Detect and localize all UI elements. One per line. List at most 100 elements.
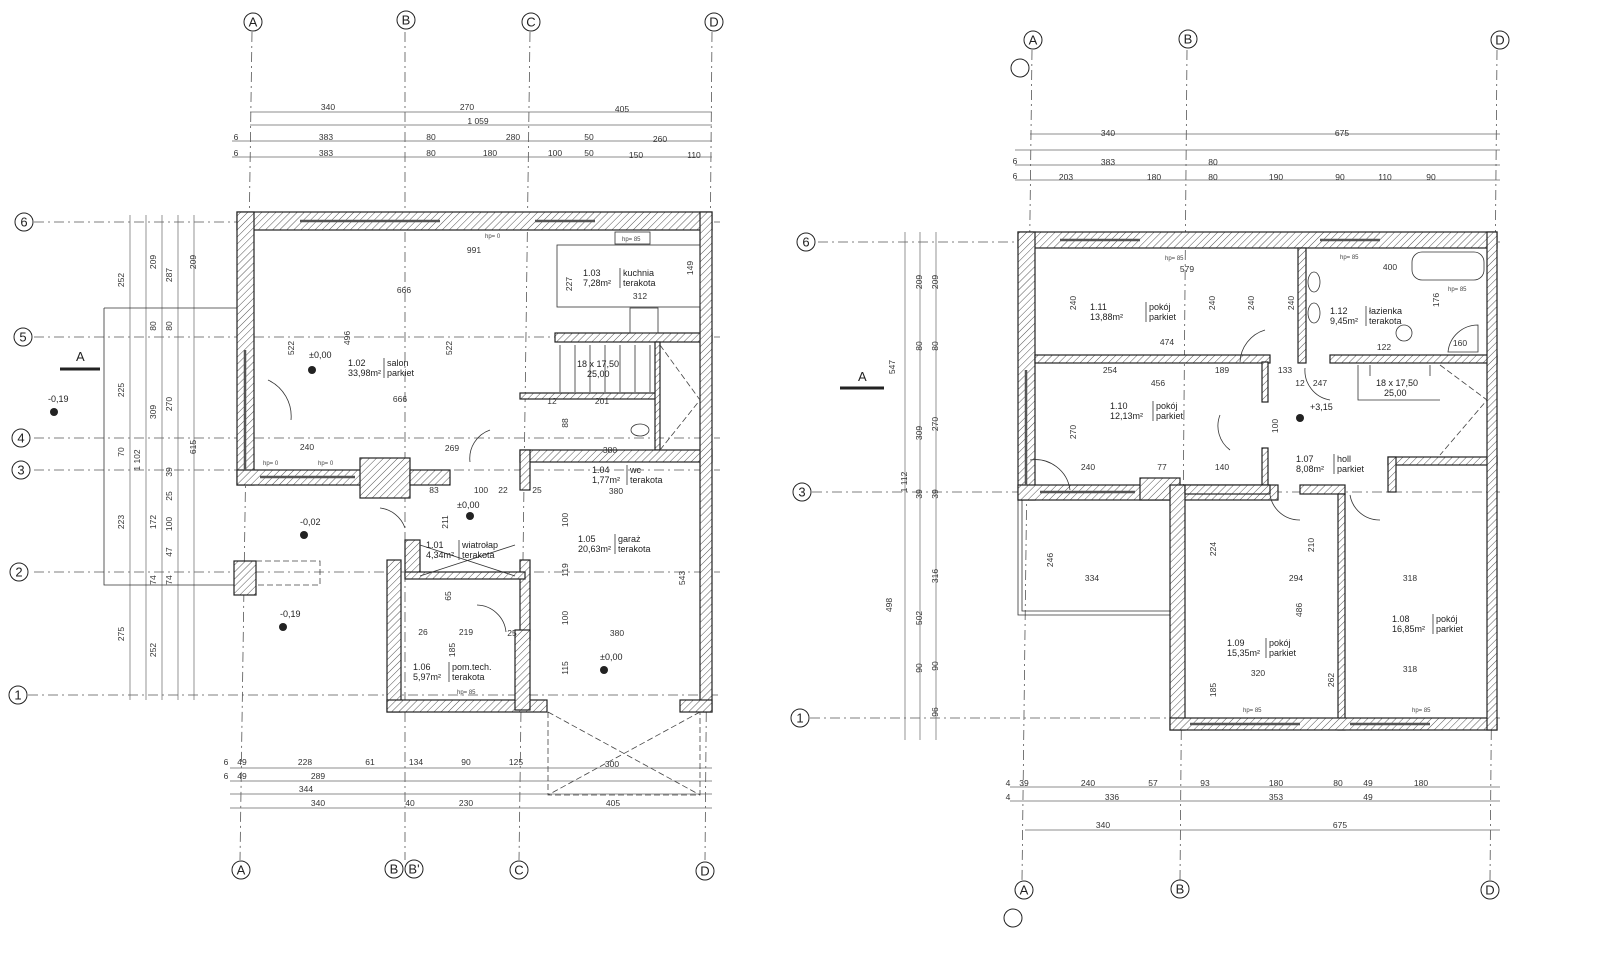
svg-text:1.02: 1.02 (348, 358, 366, 368)
svg-text:parkiet: parkiet (1269, 648, 1297, 658)
svg-text:383: 383 (1101, 157, 1115, 167)
washbasin-icon (1307, 271, 1321, 293)
svg-text:280: 280 (506, 132, 520, 142)
svg-text:25,00: 25,00 (1384, 388, 1407, 398)
svg-text:160: 160 (1453, 338, 1467, 348)
svg-text:300: 300 (605, 759, 619, 769)
left-dimensions: 547 209 209 80 80 309 270 1 112 39 39 49… (884, 232, 940, 740)
svg-text:1.10: 1.10 (1110, 401, 1128, 411)
svg-text:4: 4 (17, 431, 24, 446)
svg-text:100: 100 (560, 513, 570, 527)
level-markers: ±0,00 -0,19 -0,02 -0,19 ±0,00 ±0,00 (48, 350, 622, 674)
svg-text:209: 209 (914, 275, 924, 289)
svg-text:240: 240 (1081, 462, 1095, 472)
axis-marker-row-3: 3 (11, 460, 31, 480)
svg-text:hp= 0: hp= 0 (485, 234, 501, 240)
svg-text:100: 100 (548, 148, 562, 158)
svg-text:252: 252 (116, 273, 126, 287)
room-label-1-06: 1.06 5,97m² pom.tech. terakota (413, 662, 492, 682)
svg-text:1.12: 1.12 (1330, 306, 1348, 316)
svg-text:1: 1 (14, 688, 21, 703)
svg-text:666: 666 (393, 394, 407, 404)
svg-text:12: 12 (1295, 378, 1305, 388)
svg-text:270: 270 (460, 102, 474, 112)
svg-text:±0,00: ±0,00 (309, 350, 331, 360)
svg-text:pokój: pokój (1269, 638, 1291, 648)
svg-text:340: 340 (1101, 128, 1115, 138)
svg-text:łazienka: łazienka (1369, 306, 1402, 316)
svg-text:270: 270 (164, 397, 174, 411)
svg-text:B': B' (408, 862, 419, 877)
svg-text:1.11: 1.11 (1090, 302, 1107, 312)
terrace-outline (103, 307, 237, 586)
svg-text:kuchnia: kuchnia (623, 268, 654, 278)
svg-text:wc: wc (629, 465, 641, 475)
svg-text:201: 201 (595, 396, 609, 406)
svg-text:9,45m²: 9,45m² (1330, 316, 1358, 326)
svg-text:579: 579 (1180, 264, 1194, 274)
svg-text:pokój: pokój (1149, 302, 1171, 312)
svg-text:13,88m²: 13,88m² (1090, 312, 1123, 322)
svg-text:252: 252 (148, 643, 158, 657)
svg-text:6: 6 (234, 132, 239, 142)
svg-text:172: 172 (148, 515, 158, 529)
svg-text:+3,15: +3,15 (1310, 402, 1333, 412)
svg-text:25,00: 25,00 (587, 369, 610, 379)
room-label-1-04: 1.04 1,77m² wc terakota (592, 465, 663, 485)
svg-text:122: 122 (1377, 342, 1391, 352)
svg-text:666: 666 (397, 285, 411, 295)
svg-text:223: 223 (116, 515, 126, 529)
axis-marker-row-5: 5 (13, 327, 33, 347)
svg-text:22: 22 (498, 485, 508, 495)
svg-text:309: 309 (914, 426, 924, 440)
svg-text:terakota: terakota (452, 672, 485, 682)
axis-marker-row-1: 1 (790, 708, 810, 728)
upper-floor-plan: A B D A B D 6 3 1 340 675 6 383 80 6 203… (790, 29, 1510, 928)
svg-text:309: 309 (148, 405, 158, 419)
svg-text:hp= 85: hp= 85 (1412, 708, 1431, 714)
section-marker-a: A (840, 369, 884, 390)
svg-text:486: 486 (1294, 603, 1304, 617)
svg-text:353: 353 (1269, 792, 1283, 802)
svg-text:522: 522 (444, 341, 454, 355)
room-label-1-07: 1.07 8,08m² holl parkiet (1296, 454, 1365, 474)
svg-text:±0,00: ±0,00 (600, 652, 622, 662)
svg-text:400: 400 (1383, 262, 1397, 272)
svg-text:57: 57 (1148, 778, 1158, 788)
svg-text:88: 88 (560, 418, 570, 428)
svg-text:991: 991 (467, 245, 481, 255)
svg-text:189: 189 (1215, 365, 1229, 375)
svg-text:340: 340 (311, 798, 325, 808)
svg-text:312: 312 (633, 291, 647, 301)
svg-text:543: 543 (677, 571, 687, 585)
svg-text:270: 270 (1068, 425, 1078, 439)
svg-text:100: 100 (1270, 419, 1280, 433)
svg-text:terakota: terakota (462, 550, 495, 560)
svg-text:B: B (1176, 882, 1185, 897)
vestibule-cross (419, 544, 516, 577)
svg-text:185: 185 (1208, 683, 1218, 697)
svg-text:A: A (1020, 883, 1029, 898)
svg-text:8,08m²: 8,08m² (1296, 464, 1324, 474)
axis-marker-top-b: B (396, 10, 416, 30)
svg-text:1.04: 1.04 (592, 465, 610, 475)
svg-text:parkiet: parkiet (387, 368, 415, 378)
svg-text:100: 100 (164, 517, 174, 531)
svg-text:A: A (249, 15, 258, 30)
svg-text:230: 230 (459, 798, 473, 808)
axis-marker-bottom-b: B (384, 859, 404, 879)
svg-text:B: B (1184, 32, 1193, 47)
svg-text:-0,19: -0,19 (48, 394, 69, 404)
svg-text:240: 240 (1207, 296, 1217, 310)
axis-marker-empty (1003, 908, 1023, 928)
room-label-1-03: 1.03 7,28m² kuchnia terakota (583, 268, 656, 288)
svg-text:547: 547 (887, 360, 897, 374)
svg-text:25: 25 (532, 485, 542, 495)
stairs-upper (1357, 364, 1488, 456)
svg-text:224: 224 (1208, 542, 1218, 556)
axis-marker-row-2: 2 (9, 562, 29, 582)
svg-text:211: 211 (440, 515, 450, 529)
toilet-icon (1395, 324, 1413, 342)
svg-text:185: 185 (447, 643, 457, 657)
